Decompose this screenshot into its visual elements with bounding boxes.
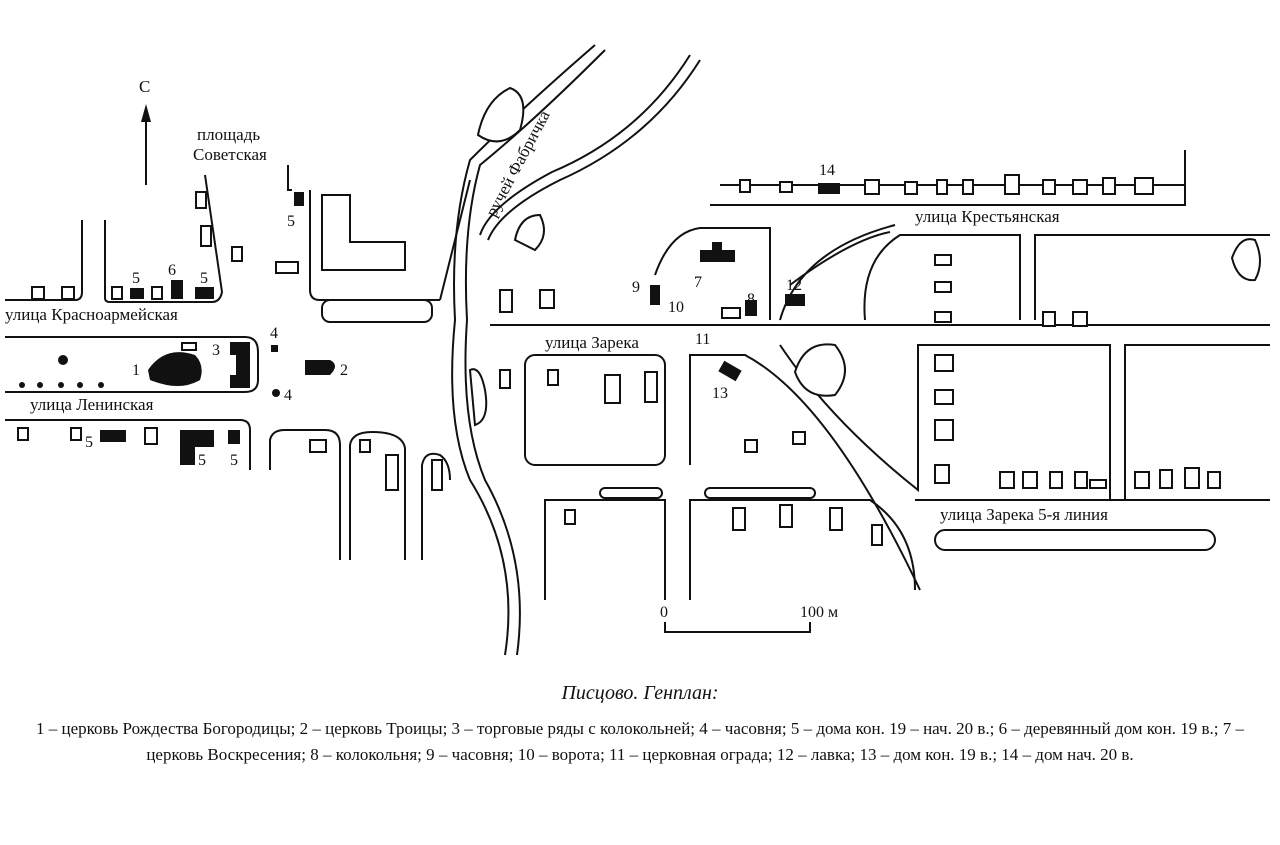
stream-fabrichka <box>451 44 701 656</box>
scale-zero: 0 <box>660 604 668 621</box>
marker-5: 5 <box>85 434 93 451</box>
west-streets <box>5 165 471 560</box>
marker-3: 3 <box>212 342 220 359</box>
street-label-zareka: улица Зарека <box>545 333 639 352</box>
marker-6: 6 <box>168 262 176 279</box>
village-plan-map: С площадь Советская <box>5 44 1270 656</box>
west-buildings <box>17 191 443 491</box>
marker-14: 14 <box>819 162 835 179</box>
street-label-leninskaya: улица Ленинская <box>30 395 154 414</box>
marker-12: 12 <box>786 277 802 294</box>
marker-5: 5 <box>287 213 295 230</box>
marker-4a: 4 <box>270 325 278 342</box>
scale-end: 100 м <box>800 604 838 621</box>
marker-7: 7 <box>694 274 702 291</box>
scale-bar <box>664 622 811 633</box>
marker-5: 5 <box>132 270 140 287</box>
east-buildings <box>499 174 1221 546</box>
marker-2: 2 <box>340 362 348 379</box>
marker-1: 1 <box>132 362 140 379</box>
marker-5: 5 <box>200 270 208 287</box>
street-label-krestyanskaya: улица Крестьянская <box>915 207 1060 226</box>
north-arrow-icon <box>141 104 151 185</box>
map-legend: 1 – церковь Рождества Богородицы; 2 – це… <box>35 719 1244 764</box>
square-label-line1: площадь <box>197 125 260 144</box>
street-label-krasnoarmeyskaya: улица Красноармейская <box>5 305 178 324</box>
square-label-line2: Советская <box>193 145 267 164</box>
marker-13: 13 <box>712 385 728 402</box>
north-label: С <box>139 77 150 96</box>
east-streets <box>490 150 1270 600</box>
marker-11: 11 <box>695 331 710 348</box>
marker-5: 5 <box>230 452 238 469</box>
marker-4b: 4 <box>284 387 292 404</box>
map-title: Писцово. Генплан: <box>561 682 719 704</box>
marker-5: 5 <box>198 452 206 469</box>
marker-9: 9 <box>632 279 640 296</box>
marker-8: 8 <box>747 291 755 308</box>
marker-10: 10 <box>668 299 684 316</box>
street-label-zareka-5: улица Зарека 5-я линия <box>940 505 1108 524</box>
